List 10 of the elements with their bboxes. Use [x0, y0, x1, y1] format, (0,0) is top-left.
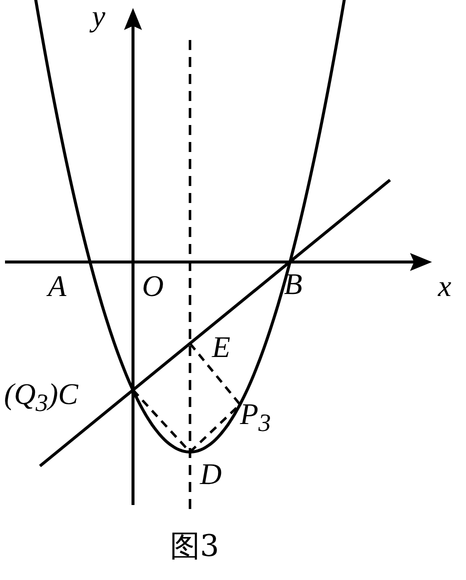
- point-label: B: [284, 270, 302, 300]
- point-label: P$_{3}$: [240, 400, 271, 436]
- point-label: E: [212, 333, 230, 363]
- axis-label: y: [92, 2, 106, 32]
- axis-label: x: [438, 272, 452, 302]
- figure-caption: 图3: [170, 532, 220, 562]
- point-label: (Q$_{3}$)C: [4, 380, 78, 416]
- point-label: D: [200, 460, 222, 490]
- point-label: A: [48, 272, 66, 302]
- point-label: O: [142, 272, 164, 302]
